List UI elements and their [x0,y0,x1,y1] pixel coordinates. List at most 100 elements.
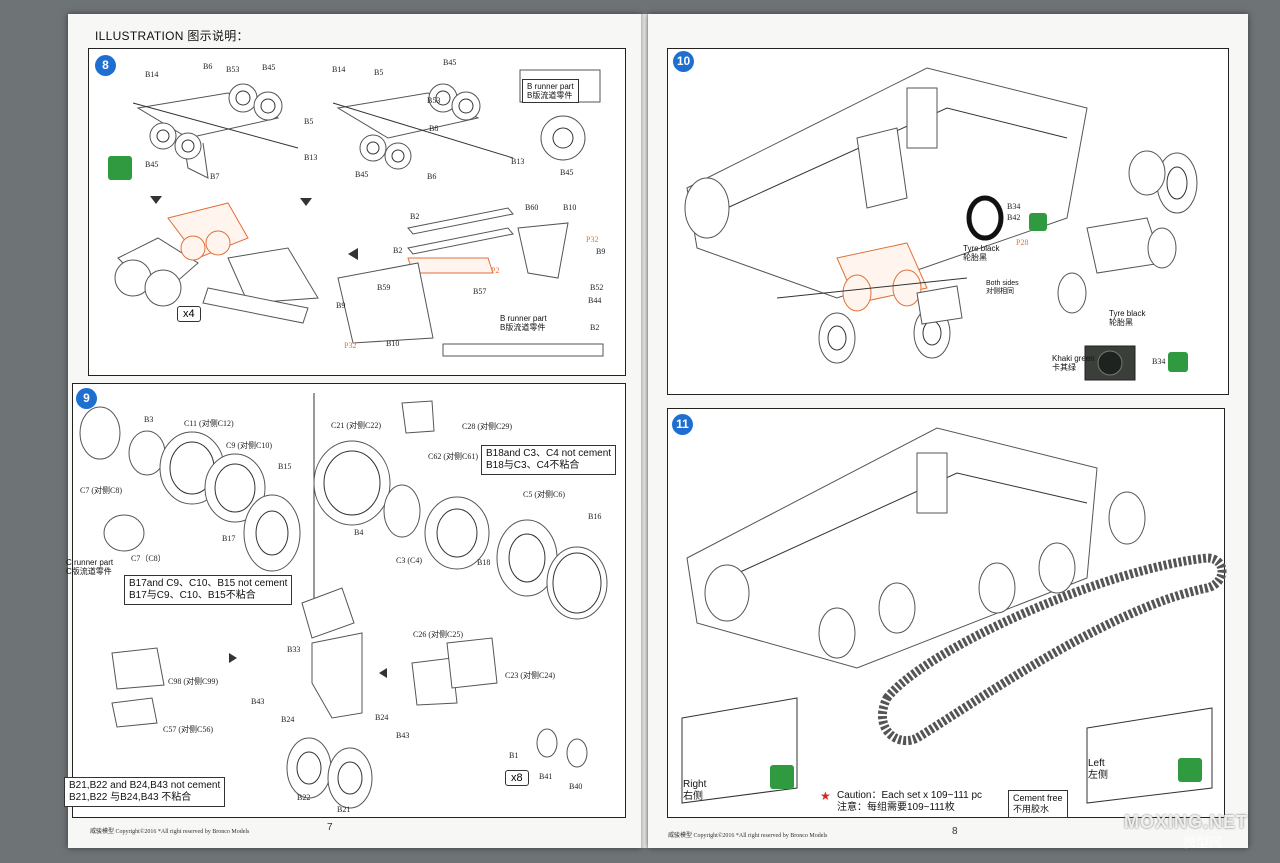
part-label: B59 [377,283,391,292]
part-label: B22 [297,793,311,802]
cement-note-b18: B18and C3、C4 not cement B18与C3、C4不粘合 [481,445,617,475]
part-label: B41 [539,772,553,781]
part-label: C7 (对侧C8) [80,486,122,495]
part-label: P28 [1016,238,1029,247]
cement-note-b21: B21,B22 and B24,B43 not cement B21,B22 与… [64,777,226,807]
part-label: B2 [393,246,403,255]
part-label: B13 [511,157,525,166]
step-9-diagram [79,393,608,809]
part-label: C98 (对侧C99) [168,677,218,686]
book-gutter [641,14,649,848]
part-label: B10 [386,339,400,348]
part-label: P32 [586,235,599,244]
part-label: C26 (对侧C25) [413,630,463,639]
step-8-diagram [114,69,604,357]
part-label: C62 (对侧C61) [428,452,478,461]
part-label: B6 [203,62,213,71]
part-label: B53 [427,96,441,105]
step-9-badge: 9 [76,388,97,409]
both-sides-note: Both sides 对侧相同 [986,280,1019,295]
multiplier-x8: x8 [505,770,529,786]
tyre-black-note: Tyre black 轮胎黑 [963,244,1000,262]
part-label: C57 (对侧C56) [163,725,213,734]
no-cement-icon [1178,758,1202,782]
right-page-number: 8 [952,826,958,837]
part-label: B57 [473,287,487,296]
runner-note-8: B runner part B版流道零件 [522,79,579,103]
part-label: C7（C8） [131,554,166,563]
step-11-diagram [681,427,1227,804]
no-cement-icon [1029,213,1047,231]
part-label: B45 [145,160,159,169]
part-label: B15 [278,462,292,471]
part-label: B2 [410,212,420,221]
part-label: B5 [304,117,314,126]
part-label: B14 [145,70,159,79]
left-side-label: Left 左侧 [1088,758,1108,781]
part-label: B7 [210,172,220,181]
part-label: B34 [1007,202,1021,211]
part-label: C9 (对侧C10) [226,441,272,450]
part-label: P32 [344,341,357,350]
illustration-header: ILLUSTRATION 图示说明： [95,29,249,43]
part-label: B3 [144,415,154,424]
part-label: B9 [596,247,606,256]
left-footer: 威骏模型 Copyright©2016 *All right reserved … [90,829,250,835]
part-label: C28 (对侧C29) [462,422,512,431]
part-label: B13 [304,153,318,162]
khaki-green-note: Khaki green 卡其绿 [1052,354,1095,372]
caution-star-icon: ★ [820,789,831,803]
part-label: B42 [1007,213,1021,222]
part-label: B53 [226,65,240,74]
no-cement-icon [108,156,132,180]
part-label: B9 [336,301,346,310]
no-cement-icon [770,765,794,789]
part-label: B17 [222,534,236,543]
part-label: B40 [569,782,583,791]
watermark: MOXING.NET [1123,812,1248,832]
part-label: C21 (对侧C22) [331,421,381,430]
right-side-label: Right 右侧 [683,779,707,802]
part-label: B5 [374,68,384,77]
tyre-black-note-2: Tyre black 轮胎黑 [1109,309,1146,327]
multiplier-x4: x4 [177,306,201,322]
part-label: P2 [491,266,500,275]
part-label: B8 [429,124,439,133]
part-label: B2 [590,323,600,332]
part-label: B4 [354,528,364,537]
cement-free-note: Cement free 不用胶水 [1008,790,1068,818]
part-label: B10 [563,203,577,212]
part-label: C5 (对侧C6) [523,490,565,499]
runner-note-9: C runner part C版流道零件 [66,558,114,576]
part-label: B33 [287,645,301,654]
part-label: B16 [588,512,602,521]
no-cement-icon [1168,352,1188,372]
part-label: B60 [525,203,539,212]
part-label: B45 [443,58,457,67]
caution-note: Caution：Each set x 109~111 pc 注意：每组需要109… [837,790,982,813]
step-11-badge: 11 [672,414,693,435]
part-label: B43 [396,731,410,740]
part-label: B1 [509,751,519,760]
step-10-diagram [684,67,1198,381]
step-10-badge: 10 [673,51,694,72]
right-footer: 威骏模型 Copyright©2016 *All right reserved … [668,833,828,839]
part-label: B24 [375,713,389,722]
part-label: B21 [337,805,351,814]
part-label: B45 [262,63,276,72]
part-label: B44 [588,296,602,305]
part-label: B24 [281,715,295,724]
part-label: C3 (C4) [396,556,422,565]
left-page-number: 7 [327,822,333,833]
part-label: B52 [590,283,604,292]
cement-note-b17: B17and C9、C10、B15 not cement B17与C9、C10、… [124,575,293,605]
step-8-badge: 8 [95,55,116,76]
part-label: B43 [251,697,265,706]
part-label: B18 [477,558,491,567]
part-label: C11 (对侧C12) [184,419,234,428]
runner-note-8b: B runner part B版流道零件 [500,314,547,332]
part-label: B34 [1152,357,1166,366]
watermark-cn: 模型网 [1182,835,1222,850]
part-label: B14 [332,65,346,74]
part-label: C23 (对侧C24) [505,671,555,680]
